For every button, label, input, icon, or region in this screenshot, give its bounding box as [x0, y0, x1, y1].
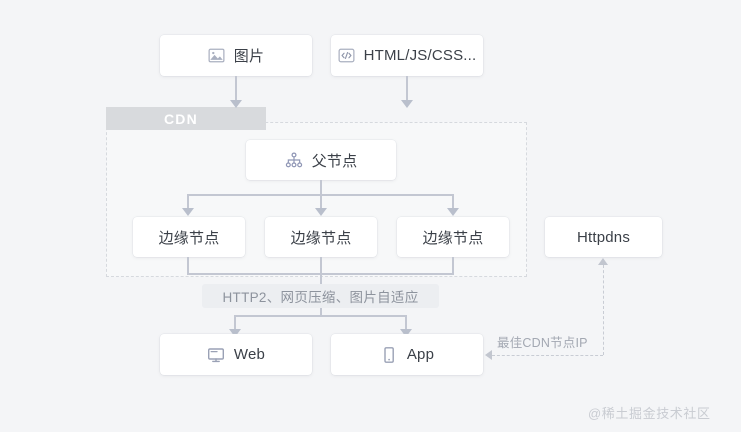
edge-node-box-3[interactable]: 边缘节点 — [397, 217, 509, 257]
connector-parent-down — [320, 180, 322, 195]
connector-bus-to-edge-3 — [452, 194, 454, 210]
connector-client-bus — [235, 315, 407, 317]
arrowhead-edge-2 — [315, 208, 327, 216]
client-label-web: Web — [233, 346, 266, 363]
arrowhead-code-to-cdn — [401, 100, 413, 108]
connector-bus-to-edge-1 — [187, 194, 189, 210]
arrowhead-app — [400, 329, 412, 337]
watermark: @稀土掘金技术社区 — [588, 406, 711, 421]
client-box-web[interactable]: Web — [160, 334, 312, 375]
edge-node-box-1[interactable]: 边缘节点 — [133, 217, 245, 257]
dashed-arrowhead-to-app — [485, 350, 492, 360]
phone-icon — [380, 346, 398, 364]
source-label-image: 图片 — [233, 48, 265, 65]
edge-node-box-2[interactable]: 边缘节点 — [265, 217, 377, 257]
source-box-code[interactable]: HTML/JS/CSS... — [331, 35, 483, 76]
picture-icon — [208, 47, 225, 64]
dashed-connector-httpdns-vertical — [603, 265, 604, 355]
parent-node-box[interactable]: 父节点 — [246, 140, 396, 180]
arrowhead-edge-3 — [447, 208, 459, 216]
tree-node-icon — [285, 151, 303, 169]
code-icon — [338, 47, 355, 64]
monitor-icon — [207, 346, 225, 364]
httpdns-box[interactable]: Httpdns — [545, 217, 662, 257]
connector-bus-to-web — [234, 315, 236, 331]
optimization-label: HTTP2、网页压缩、图片自适应 — [222, 290, 419, 305]
connector-bus-to-app — [405, 315, 407, 331]
connector-code-to-cdn — [406, 76, 408, 102]
source-label-code: HTML/JS/CSS... — [363, 47, 477, 64]
edge-node-label-3: 边缘节点 — [422, 229, 484, 247]
arrowhead-image-to-cdn — [230, 100, 242, 108]
connector-edge-2-down — [320, 257, 322, 274]
client-box-app[interactable]: App — [331, 334, 483, 375]
cdn-region-tag: CDN — [106, 107, 266, 130]
dashed-connector-app-horizontal — [492, 355, 603, 356]
dashed-arrowhead-to-httpdns — [598, 258, 608, 265]
source-box-image[interactable]: 图片 — [160, 35, 312, 76]
httpdns-label: Httpdns — [576, 228, 631, 246]
connector-bus-to-edge-2 — [320, 194, 322, 210]
arrowhead-web — [229, 329, 241, 337]
connector-edge-1-down — [187, 257, 189, 274]
optimization-pill: HTTP2、网页压缩、图片自适应 — [202, 284, 439, 308]
cdn-tag-label: CDN — [164, 110, 198, 127]
parent-node-label: 父节点 — [311, 152, 358, 170]
edge-node-label-1: 边缘节点 — [158, 229, 220, 247]
edge-node-label-2: 边缘节点 — [290, 229, 352, 247]
arrowhead-edge-1 — [182, 208, 194, 216]
client-label-app: App — [406, 346, 435, 363]
connector-pill-down — [320, 308, 322, 316]
connector-image-to-cdn — [235, 76, 237, 102]
connector-edge-3-down — [452, 257, 454, 274]
best-cdn-ip-annotation: 最佳CDN节点IP — [497, 336, 588, 350]
connector-bus-to-pill — [320, 273, 322, 285]
